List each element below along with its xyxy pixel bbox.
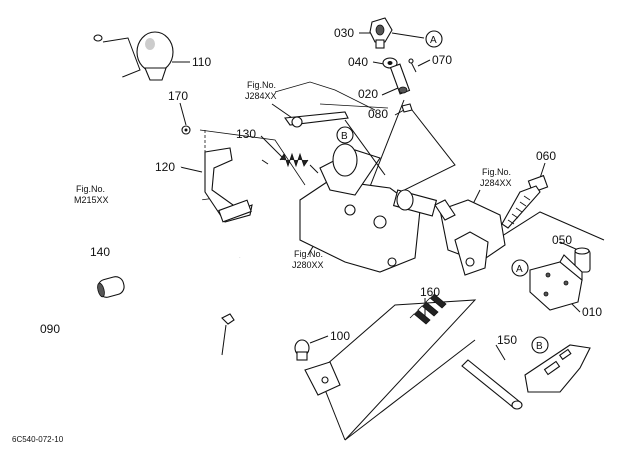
bolt-030 — [369, 17, 393, 49]
label-010: 010 — [582, 305, 602, 319]
shaft-150 — [461, 344, 591, 410]
label-060: 060 — [536, 149, 556, 163]
circle-ref-a-top — [425, 30, 443, 48]
label-160: 160 — [420, 285, 440, 299]
lever-120 — [204, 147, 253, 223]
label-030: 030 — [334, 26, 354, 40]
label-110: 110 — [192, 55, 211, 69]
sleeve-050 — [574, 247, 591, 273]
fig-ref-4-title: Fig.No. — [294, 249, 323, 259]
fig-ref-1-title: Fig.No. — [247, 80, 276, 90]
circle-ref-a-top-text: A — [430, 35, 437, 46]
rod-bracket — [304, 361, 341, 396]
fig-ref-3-code: M215XX — [74, 195, 109, 205]
rod-090 — [17, 34, 320, 411]
spring-160 — [409, 293, 447, 325]
label-080: 080 — [368, 107, 388, 121]
grip-140 — [97, 276, 125, 298]
circle-ref-b-top-text: B — [341, 131, 348, 142]
label-130: 130 — [236, 127, 256, 141]
washer-040 — [382, 57, 398, 69]
knob-100 — [294, 339, 310, 361]
block-010 — [529, 254, 583, 311]
rod-end-020 — [389, 63, 411, 95]
central-assembly — [284, 111, 438, 273]
bolt-060 — [501, 174, 549, 229]
label-120: 120 — [155, 160, 175, 174]
fig-ref-1-code: J284XX — [245, 91, 277, 101]
circle-ref-a-right-text: A — [516, 264, 523, 275]
knob-110 — [136, 31, 174, 81]
label-040: 040 — [348, 55, 368, 69]
bracket-right — [434, 199, 506, 276]
clip-170 — [181, 125, 191, 135]
circle-ref-b-bottom — [531, 336, 549, 354]
label-020: 020 — [358, 87, 378, 101]
spring-130 — [261, 152, 319, 174]
circle-refs: A B A B — [336, 30, 549, 354]
label-150: 150 — [497, 333, 517, 347]
label-070: 070 — [432, 53, 452, 67]
fig-ref-2-code: J284XX — [480, 178, 512, 188]
part-labels: 110 170 130 120 140 090 100 030 040 070 … — [40, 26, 602, 347]
circle-ref-a-right — [511, 259, 529, 277]
fig-ref-4-code: J280XX — [292, 260, 324, 270]
diagram-code: 6C540-072-10 — [12, 435, 64, 444]
fig-ref-2-title: Fig.No. — [482, 167, 511, 177]
label-090: 090 — [40, 322, 60, 336]
fig-refs: Fig.No. J284XX Fig.No. J284XX Fig.No. M2… — [74, 80, 512, 270]
pin-070 — [408, 58, 417, 73]
circle-ref-b-top — [336, 126, 354, 144]
circle-ref-b-bottom-text: B — [536, 341, 543, 352]
clip-080 — [401, 103, 413, 113]
label-050: 050 — [552, 233, 572, 247]
label-140: 140 — [90, 245, 110, 259]
label-170: 170 — [168, 89, 188, 103]
latch — [221, 313, 235, 356]
label-100: 100 — [330, 329, 350, 343]
fig-ref-3-title: Fig.No. — [76, 184, 105, 194]
